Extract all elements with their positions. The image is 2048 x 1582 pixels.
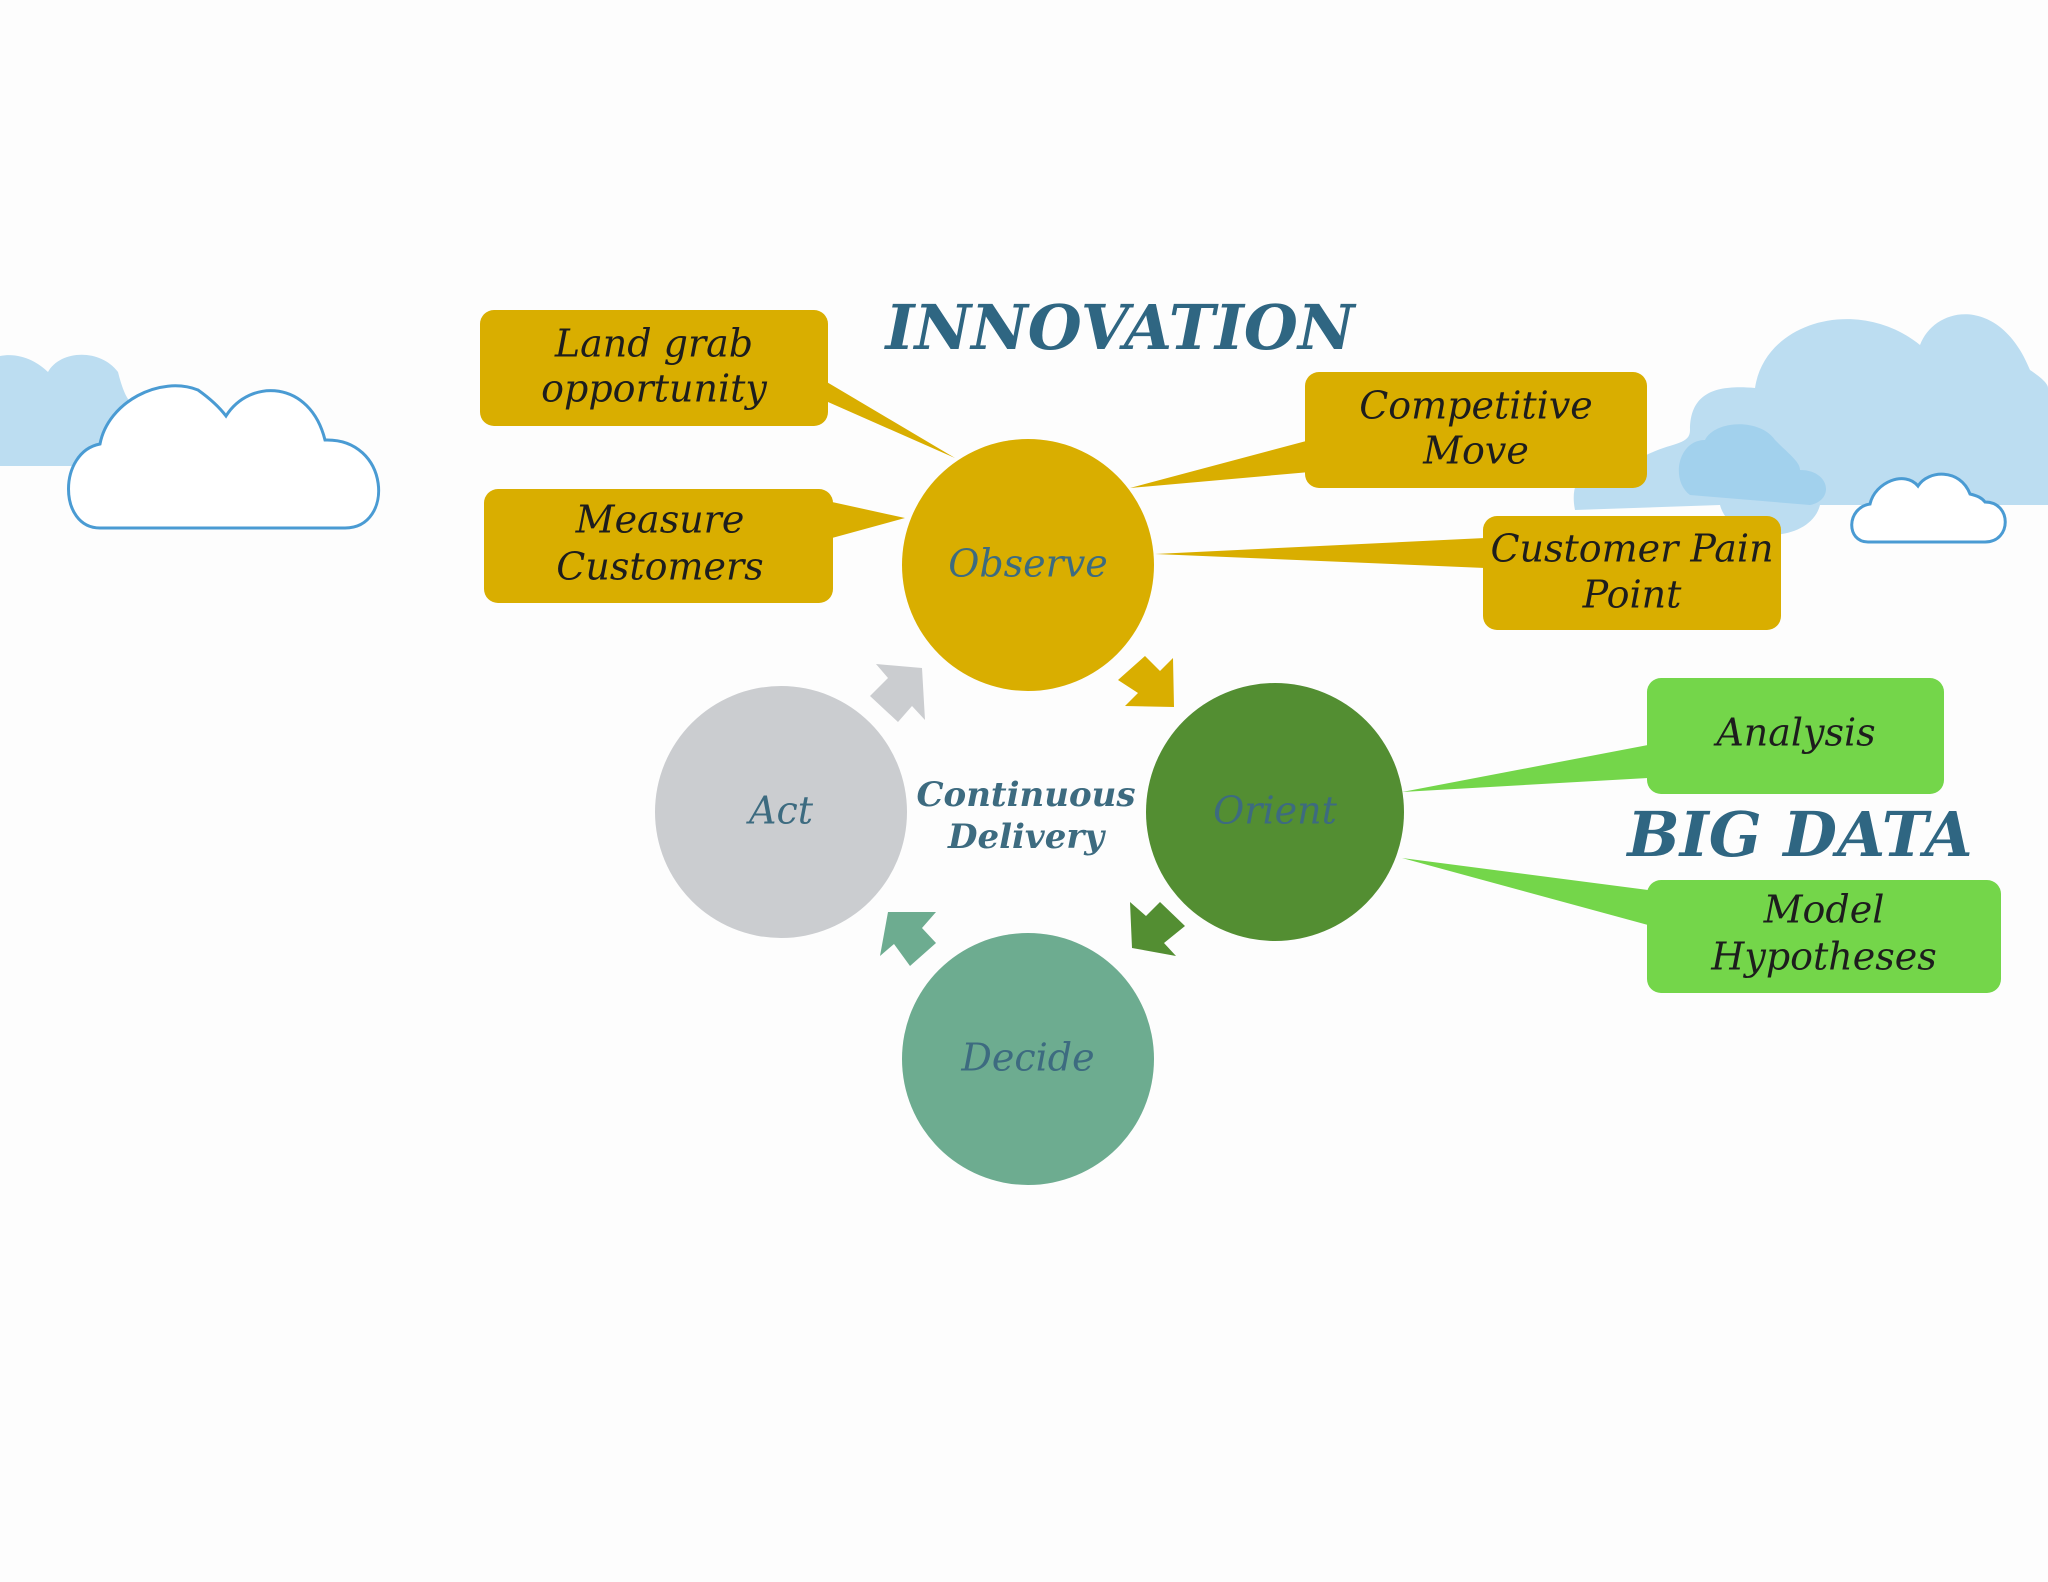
cloud-right-inner <box>1678 424 1827 505</box>
callout-model-hypotheses-line1: Model <box>1763 888 1885 932</box>
connector-land-grab <box>820 378 955 458</box>
callout-model-hypotheses-box <box>1647 880 2001 993</box>
arrow-act-to-observe <box>870 664 925 722</box>
center-label-line1: Continuous <box>916 775 1135 815</box>
callout-customer-pain-point-box <box>1483 516 1781 630</box>
center-label-line2: Delivery <box>947 817 1106 857</box>
callout-measure-customers: Measure Customers <box>484 489 833 603</box>
callout-measure-customers-box <box>484 489 833 603</box>
cloud-left-outline <box>67 384 381 530</box>
callout-land-grab-line1: Land grab <box>554 322 753 366</box>
callout-customer-pain-point-line1: Customer Pain <box>1490 527 1773 571</box>
callout-analysis: Analysis <box>1647 678 1944 794</box>
orient-label: Orient <box>1213 789 1337 833</box>
decide-circle <box>902 933 1154 1185</box>
cloud-left-outline-shape <box>67 384 381 530</box>
connector-analysis <box>1402 745 1648 792</box>
callout-model-hypotheses: Model Hypotheses <box>1647 880 2001 993</box>
callout-land-grab: Land grab opportunity <box>480 310 828 426</box>
callout-measure-customers-line1: Measure <box>575 498 745 542</box>
act-circle <box>655 686 907 938</box>
cloud-right-inner-shape <box>1678 424 1827 505</box>
connector-measure-customers <box>832 502 905 538</box>
arrow-observe-to-orient <box>1118 656 1174 707</box>
connector-model-hypotheses <box>1402 858 1648 925</box>
connector-customer-pain-point <box>1155 538 1485 568</box>
observe-circle <box>902 439 1154 691</box>
decide-label: Decide <box>960 1036 1094 1080</box>
callout-competitive-move-line1: Competitive <box>1359 384 1593 428</box>
callout-model-hypotheses-line2: Hypotheses <box>1710 935 1937 979</box>
connector-competitive-move <box>1130 440 1310 488</box>
observe-label: Observe <box>948 542 1108 586</box>
callout-customer-pain-point-line2: Point <box>1582 573 1683 617</box>
callout-competitive-move: Competitive Move <box>1305 372 1647 488</box>
callout-competitive-move-box <box>1305 372 1647 488</box>
callout-land-grab-box <box>480 310 828 426</box>
cloud-right-outline-shape <box>1850 472 2007 544</box>
act-label: Act <box>746 789 814 833</box>
innovation-heading: INNOVATION <box>883 291 1356 364</box>
arrow-decide-to-act <box>880 912 936 966</box>
callout-competitive-move-line2: Move <box>1422 429 1529 473</box>
cloud-right-outline <box>1850 472 2007 544</box>
callout-analysis-box <box>1647 678 1944 794</box>
callout-measure-customers-line2: Customers <box>556 545 763 589</box>
orient-circle <box>1146 683 1404 941</box>
callout-land-grab-line2: opportunity <box>541 367 767 411</box>
callout-customer-pain-point: Customer Pain Point <box>1483 516 1781 630</box>
big-data-heading: BIG DATA <box>1625 798 1972 871</box>
arrow-orient-to-decide <box>1130 902 1185 956</box>
callout-analysis-line1: Analysis <box>1713 711 1875 755</box>
